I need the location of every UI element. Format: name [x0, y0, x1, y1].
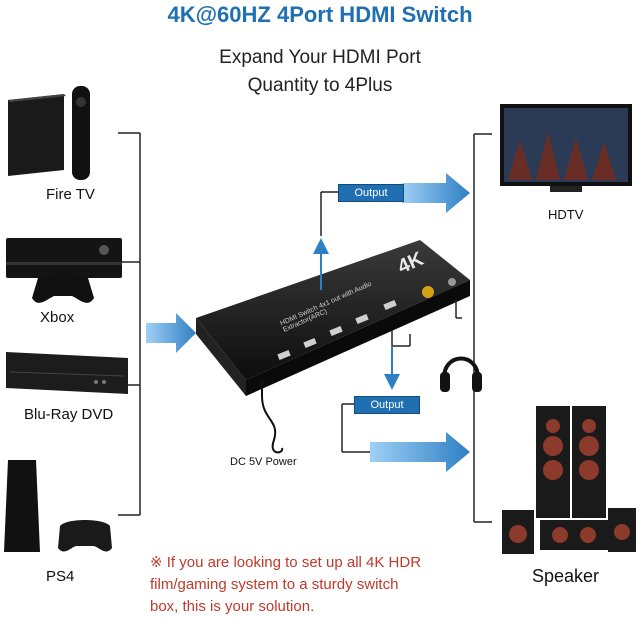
source-label-bluray: Blu-Ray DVD	[24, 406, 114, 423]
source-label-fire-tv: Fire TV	[46, 186, 95, 203]
hdtv-label: HDTV	[548, 207, 584, 222]
hdtv-bracket	[473, 133, 492, 523]
hdmi-switch-box	[196, 240, 470, 396]
speaker-system-icon	[502, 406, 636, 554]
page-title: 4K@60HZ 4Port HDMI Switch	[167, 2, 473, 27]
source-bracket-lines	[118, 132, 141, 516]
hdtv-arrow-icon	[402, 173, 470, 213]
note-line-1: ※ If you are looking to set up all 4K HD…	[150, 554, 422, 571]
source-label-ps4: PS4	[46, 568, 75, 585]
power-cable	[261, 380, 284, 454]
speaker-label: Speaker	[532, 566, 600, 586]
note-text: ※ If you are looking to set up all 4K HD…	[150, 552, 480, 618]
note-line-3: box, this is your solution.	[150, 598, 315, 615]
input-arrow-icon	[146, 313, 196, 353]
hdtv-screen-icon	[500, 104, 632, 192]
bluray-player-icon	[6, 352, 128, 394]
speaker-arrow-icon	[370, 432, 470, 472]
note-line-2: film/gaming system to a sturdy switch	[150, 576, 399, 593]
hdmi-output-box: Output	[338, 184, 404, 202]
subtitle-line-2: Quantity to 4Plus	[247, 75, 393, 96]
source-label-xbox: Xbox	[40, 309, 75, 326]
hdmi-output-path	[313, 191, 338, 290]
power-label: DC 5V Power	[230, 456, 297, 468]
headphones-icon	[440, 356, 482, 392]
fire-tv-box-icon	[8, 86, 90, 180]
subtitle: Expand Your HDMI Port Quantity to 4Plus	[140, 44, 500, 100]
audio-output-path	[341, 330, 411, 453]
headphone-line	[455, 300, 462, 319]
subtitle-line-1: Expand Your HDMI Port	[219, 47, 421, 68]
audio-output-box: Output	[354, 396, 420, 414]
xbox-console-icon	[6, 238, 122, 303]
ps4-console-icon	[4, 460, 112, 552]
